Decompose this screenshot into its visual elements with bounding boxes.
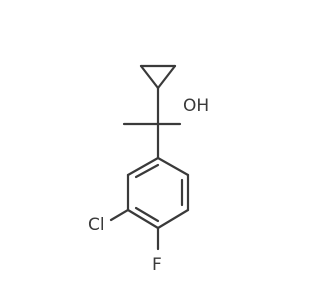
cyclopropyl-ring — [139, 64, 177, 90]
bond-ring-1 — [156, 156, 190, 177]
bond-cyclopropyl-3 — [156, 64, 177, 90]
molecule-drawing: OH Cl F — [88, 64, 209, 275]
central-carbon-bonds — [122, 86, 182, 160]
bond-ring-6 — [126, 156, 160, 177]
structure-canvas: OH Cl F — [88, 64, 210, 275]
substituent-bonds — [109, 208, 160, 251]
bond-ring-3 — [156, 208, 190, 230]
fluorine-label: F — [152, 255, 162, 275]
hydroxyl-label: OH — [183, 96, 209, 116]
bond-cyclopropyl-1 — [139, 64, 160, 90]
chlorine-label: Cl — [88, 215, 105, 235]
bond-ring-chlorine — [109, 208, 130, 222]
bond-ring-4 — [126, 208, 160, 230]
benzene-ring — [126, 156, 190, 230]
bond-ring-double-3 — [134, 163, 160, 179]
bond-ring-double-2 — [134, 206, 160, 223]
